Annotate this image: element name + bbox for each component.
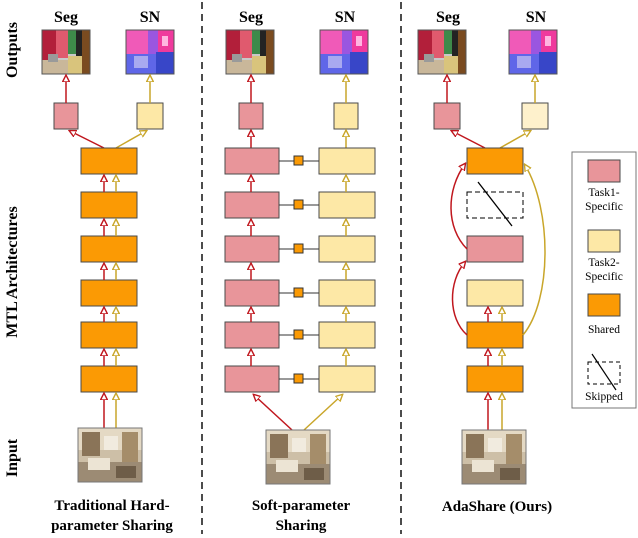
legend-task2-label-1: Task2- bbox=[588, 257, 619, 269]
hard-seg-output-image bbox=[41, 29, 91, 75]
hard-split-gold bbox=[115, 131, 146, 149]
ada-task2-block bbox=[466, 279, 524, 307]
hard-split-red bbox=[70, 131, 105, 149]
hard-shared-block bbox=[80, 365, 138, 393]
ada-input-image bbox=[461, 429, 527, 485]
ada-shared-block bbox=[466, 147, 524, 175]
hard-task1-head bbox=[53, 102, 79, 130]
hard-caption-line2: parameter Sharing bbox=[51, 518, 173, 534]
ada-sn-label: SN bbox=[526, 9, 547, 26]
ada-task2-head bbox=[521, 102, 549, 130]
hard-caption-line1: Traditional Hard- bbox=[54, 498, 169, 514]
hard-seg-label: Seg bbox=[54, 9, 78, 26]
panel-soft-sharing: Seg SN bbox=[224, 9, 376, 534]
ada-shared-block bbox=[466, 365, 524, 393]
hard-shared-block bbox=[80, 279, 138, 307]
legend-shared-label: Shared bbox=[588, 324, 620, 336]
hard-shared-arrows bbox=[104, 176, 116, 428]
hard-shared-block bbox=[80, 321, 138, 349]
soft-row bbox=[224, 279, 376, 307]
soft-input-image bbox=[265, 429, 331, 485]
ada-sn-output-image bbox=[508, 29, 558, 75]
soft-row bbox=[224, 235, 376, 263]
soft-row bbox=[224, 321, 376, 349]
soft-row bbox=[224, 147, 376, 175]
hard-shared-block bbox=[80, 147, 138, 175]
soft-seg-label: Seg bbox=[239, 9, 263, 26]
ada-task1-head bbox=[433, 102, 461, 130]
legend-task1-swatch bbox=[587, 159, 621, 183]
soft-row bbox=[224, 191, 376, 219]
ada-task1-block bbox=[466, 235, 524, 263]
soft-stack-arrows bbox=[251, 176, 346, 431]
soft-row bbox=[224, 365, 376, 393]
legend-task1-label-1: Task1- bbox=[588, 187, 619, 199]
outputs-row-label: Outputs bbox=[4, 22, 21, 78]
soft-sn-output-image bbox=[319, 29, 369, 75]
hard-input-image bbox=[77, 427, 143, 483]
hard-shared-block bbox=[80, 235, 138, 263]
soft-caption-line1: Soft-parameter bbox=[252, 498, 351, 514]
hard-sn-label: SN bbox=[140, 9, 161, 26]
soft-sn-label: SN bbox=[335, 9, 356, 26]
legend-task2-swatch bbox=[587, 229, 621, 253]
ada-skipped-slash bbox=[477, 181, 513, 227]
input-row-label: Input bbox=[4, 438, 21, 477]
panel-hard-sharing: Seg SN bbox=[41, 9, 175, 534]
soft-caption-line2: Sharing bbox=[276, 518, 327, 534]
hard-sn-output-image bbox=[125, 29, 175, 75]
legend-task2-label-2: Specific bbox=[585, 271, 623, 283]
hard-task2-head bbox=[136, 102, 164, 130]
ada-split-red bbox=[452, 131, 486, 149]
panel-adashare: Seg SN AdaShare bbox=[417, 9, 558, 515]
architectures-row-label: MTL Architectures bbox=[4, 206, 21, 337]
ada-seg-label: Seg bbox=[436, 9, 460, 26]
ada-caption: AdaShare (Ours) bbox=[442, 499, 552, 515]
soft-task2-head bbox=[333, 102, 359, 130]
legend-skipped-label: Skipped bbox=[585, 391, 623, 403]
ada-arrows bbox=[450, 164, 546, 430]
legend-shared-swatch bbox=[587, 293, 621, 317]
ada-seg-output-image bbox=[417, 29, 467, 75]
legend: Task1- Specific Task2- Specific Shared S… bbox=[571, 151, 637, 409]
ada-split-gold bbox=[499, 131, 530, 149]
legend-skipped-slash bbox=[591, 353, 617, 391]
legend-task1-label-2: Specific bbox=[585, 201, 623, 213]
soft-task1-head bbox=[238, 102, 264, 130]
hard-shared-block bbox=[80, 191, 138, 219]
ada-shared-block bbox=[466, 321, 524, 349]
soft-seg-output-image bbox=[225, 29, 275, 75]
